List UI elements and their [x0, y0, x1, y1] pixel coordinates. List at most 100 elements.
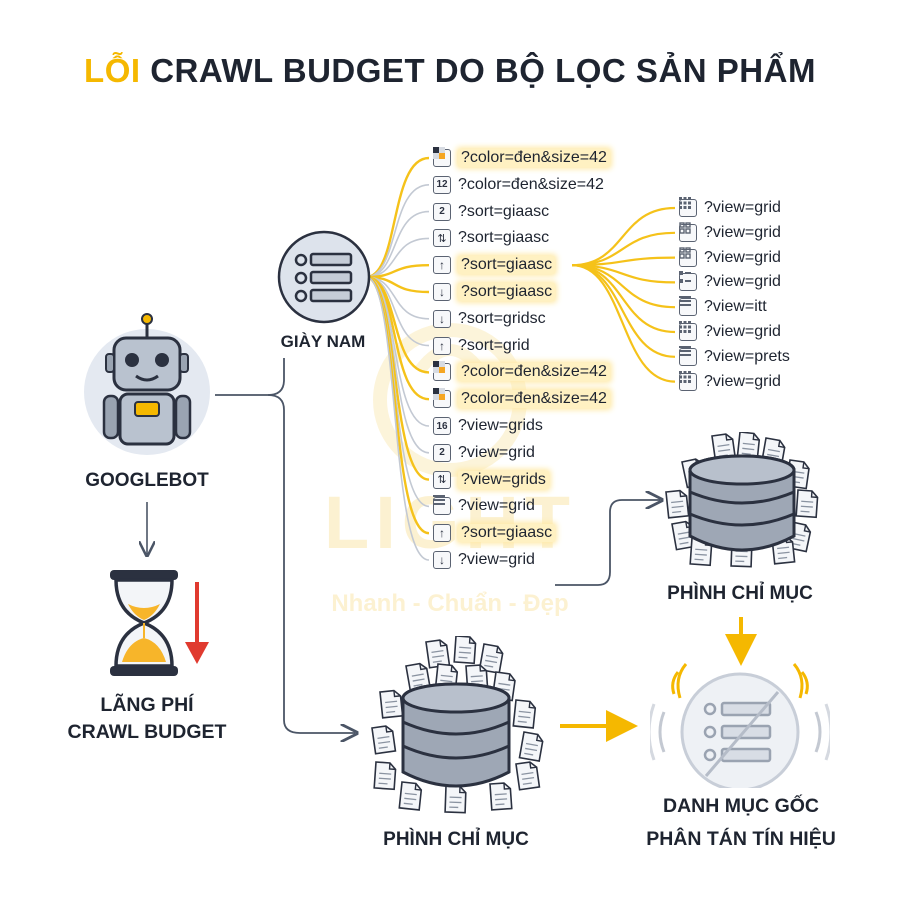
param-url-text: ?view=grid — [458, 497, 535, 515]
view-param-item[interactable]: ?view=grid — [679, 370, 781, 393]
param-url-text: ?color=đen&size=42 — [458, 390, 610, 409]
document-icon — [405, 662, 432, 693]
param-type-icon: ↓ — [433, 283, 451, 301]
param-type-icon — [433, 495, 451, 516]
param-type-icon: ⇅ — [433, 470, 451, 489]
view-param-item[interactable]: ?view=grid — [679, 321, 781, 343]
view-param-item[interactable]: ?view=grid — [679, 246, 781, 269]
param-url-item[interactable]: ?view=grid — [433, 495, 535, 517]
view-type-icon — [679, 370, 697, 391]
param-url-item[interactable]: 2?view=grid — [433, 442, 535, 464]
view-fan-lines — [571, 206, 676, 383]
view-param-item[interactable]: ?view=grid — [679, 271, 781, 293]
param-url-item[interactable]: ↑?sort=grid — [433, 335, 530, 357]
document-icon — [512, 699, 537, 729]
param-url-item[interactable]: ⇅ ?sort=giaasc — [433, 227, 549, 249]
view-param-text: ?view=grid — [704, 248, 781, 266]
view-param-item[interactable]: ?view=grid — [679, 222, 781, 244]
param-url-item[interactable]: 2 ?sort=giaasc — [433, 201, 549, 223]
param-url-item[interactable]: ↑ ?sort=giaasc — [433, 522, 556, 544]
category-label: GIÀY NAM — [280, 332, 366, 351]
param-url-item[interactable]: ↑ ?sort=giaasc — [433, 254, 556, 276]
database-right-icon — [665, 432, 819, 568]
waste-label-line2: CRAWL BUDGET — [67, 721, 227, 743]
param-url-text: ?color=đen&size=42 — [458, 149, 610, 167]
category-to-param-line — [365, 156, 430, 279]
document-icon — [515, 761, 541, 791]
view-param-text: ?view=grid — [704, 273, 781, 291]
param-url-item[interactable]: 16?view=grids — [433, 415, 543, 437]
param-url-text: ?sort=giaasc — [458, 524, 556, 543]
param-to-database-arrow — [555, 500, 660, 586]
view-param-text: ?view=prets — [704, 347, 790, 365]
bot-to-category-line — [267, 358, 285, 396]
document-icon — [736, 432, 761, 461]
param-url-item[interactable]: ↓?view=grid — [433, 549, 535, 571]
sort-to-view-line — [571, 256, 676, 267]
param-url-text: ?view=grid — [458, 551, 535, 568]
sort-to-view-line — [571, 264, 676, 383]
index-bloat-bottom-label: PHÌNH CHỈ MỤC — [383, 829, 529, 850]
document-icon — [373, 761, 397, 791]
param-type-icon: 16 — [433, 417, 451, 435]
view-type-icon — [679, 246, 697, 267]
waste-label: LÃNG PHÍ CRAWL BUDGET — [52, 692, 242, 746]
param-url-item[interactable]: ↓ ?sort=giaasc — [433, 281, 556, 303]
document-icon — [795, 489, 819, 519]
param-url-text: ?sort=gridsc — [458, 309, 546, 327]
param-type-icon: ⇅ — [433, 229, 451, 248]
param-url-text: ?sort=giaasc — [458, 229, 550, 247]
param-url-text: ?sort=giaasc — [458, 202, 550, 220]
view-param-text: ?view=grid — [704, 223, 781, 241]
param-url-text: ?sort=grid — [458, 336, 530, 354]
document-icon — [398, 781, 423, 811]
param-url-text: ?color=đen&size=42 — [458, 175, 604, 193]
param-url-item[interactable]: 12?color=đen&size=42 — [433, 174, 604, 196]
param-url-text: ?sort=giaasc — [458, 283, 556, 301]
view-type-icon — [679, 345, 697, 366]
view-type-icon — [679, 296, 697, 317]
view-param-item[interactable]: ?view=prets — [679, 345, 790, 368]
decrease-arrow-head — [185, 642, 209, 664]
param-type-icon: ↑ — [433, 256, 451, 275]
document-icon — [379, 689, 404, 719]
param-type-icon: ↑ — [433, 524, 451, 543]
param-url-item[interactable]: ?color=đen&size=42 — [433, 361, 610, 383]
param-url-text: ?view=grids — [458, 470, 549, 489]
category-list-icon — [277, 230, 371, 324]
index-bloat-right-label: PHÌNH CHỈ MỤC — [667, 583, 813, 604]
bot-to-index-arrow — [215, 394, 355, 733]
category-to-param-line — [365, 184, 430, 278]
param-type-icon: ↓ — [433, 309, 451, 328]
view-param-item[interactable]: ?view=grid — [679, 197, 781, 219]
document-icon — [518, 731, 544, 763]
view-type-icon — [679, 271, 697, 292]
title-rest: CRAWL BUDGET DO BỘ LỌC SẢN PHẨM — [140, 52, 816, 89]
root-category-line1: DANH MỤC GỐC — [663, 795, 819, 817]
document-icon — [478, 643, 504, 675]
view-param-text: ?view=grid — [704, 372, 781, 390]
hourglass-icon — [110, 570, 178, 676]
param-url-item[interactable]: ↓ ?sort=gridsc — [433, 308, 546, 330]
param-type-icon: 2 — [433, 443, 451, 462]
view-param-item[interactable]: ?view=itt — [679, 296, 767, 318]
sort-to-view-line — [571, 206, 676, 267]
document-icon — [453, 636, 477, 665]
document-icon — [444, 785, 467, 814]
param-type-icon — [433, 388, 451, 409]
root-category-line2: PHÂN TÁN TÍN HIỆU — [646, 828, 836, 850]
param-url-item[interactable]: ?color=đen&size=42 — [433, 147, 610, 169]
root-category-signal-icon — [650, 663, 830, 788]
category-fan-lines — [365, 156, 430, 561]
param-url-item[interactable]: ?color=đen&size=42 — [433, 388, 610, 410]
param-url-item[interactable]: ⇅ ?view=grids — [433, 469, 549, 491]
view-type-icon — [679, 222, 697, 242]
param-type-icon: 2 — [433, 202, 451, 221]
document-icon — [371, 725, 397, 755]
param-type-icon — [433, 361, 451, 382]
param-url-text: ?sort=giaasc — [458, 256, 556, 275]
waste-label-line1: LÃNG PHÍ — [100, 694, 194, 716]
document-icon — [489, 782, 513, 811]
view-param-text: ?view=grid — [704, 323, 781, 340]
